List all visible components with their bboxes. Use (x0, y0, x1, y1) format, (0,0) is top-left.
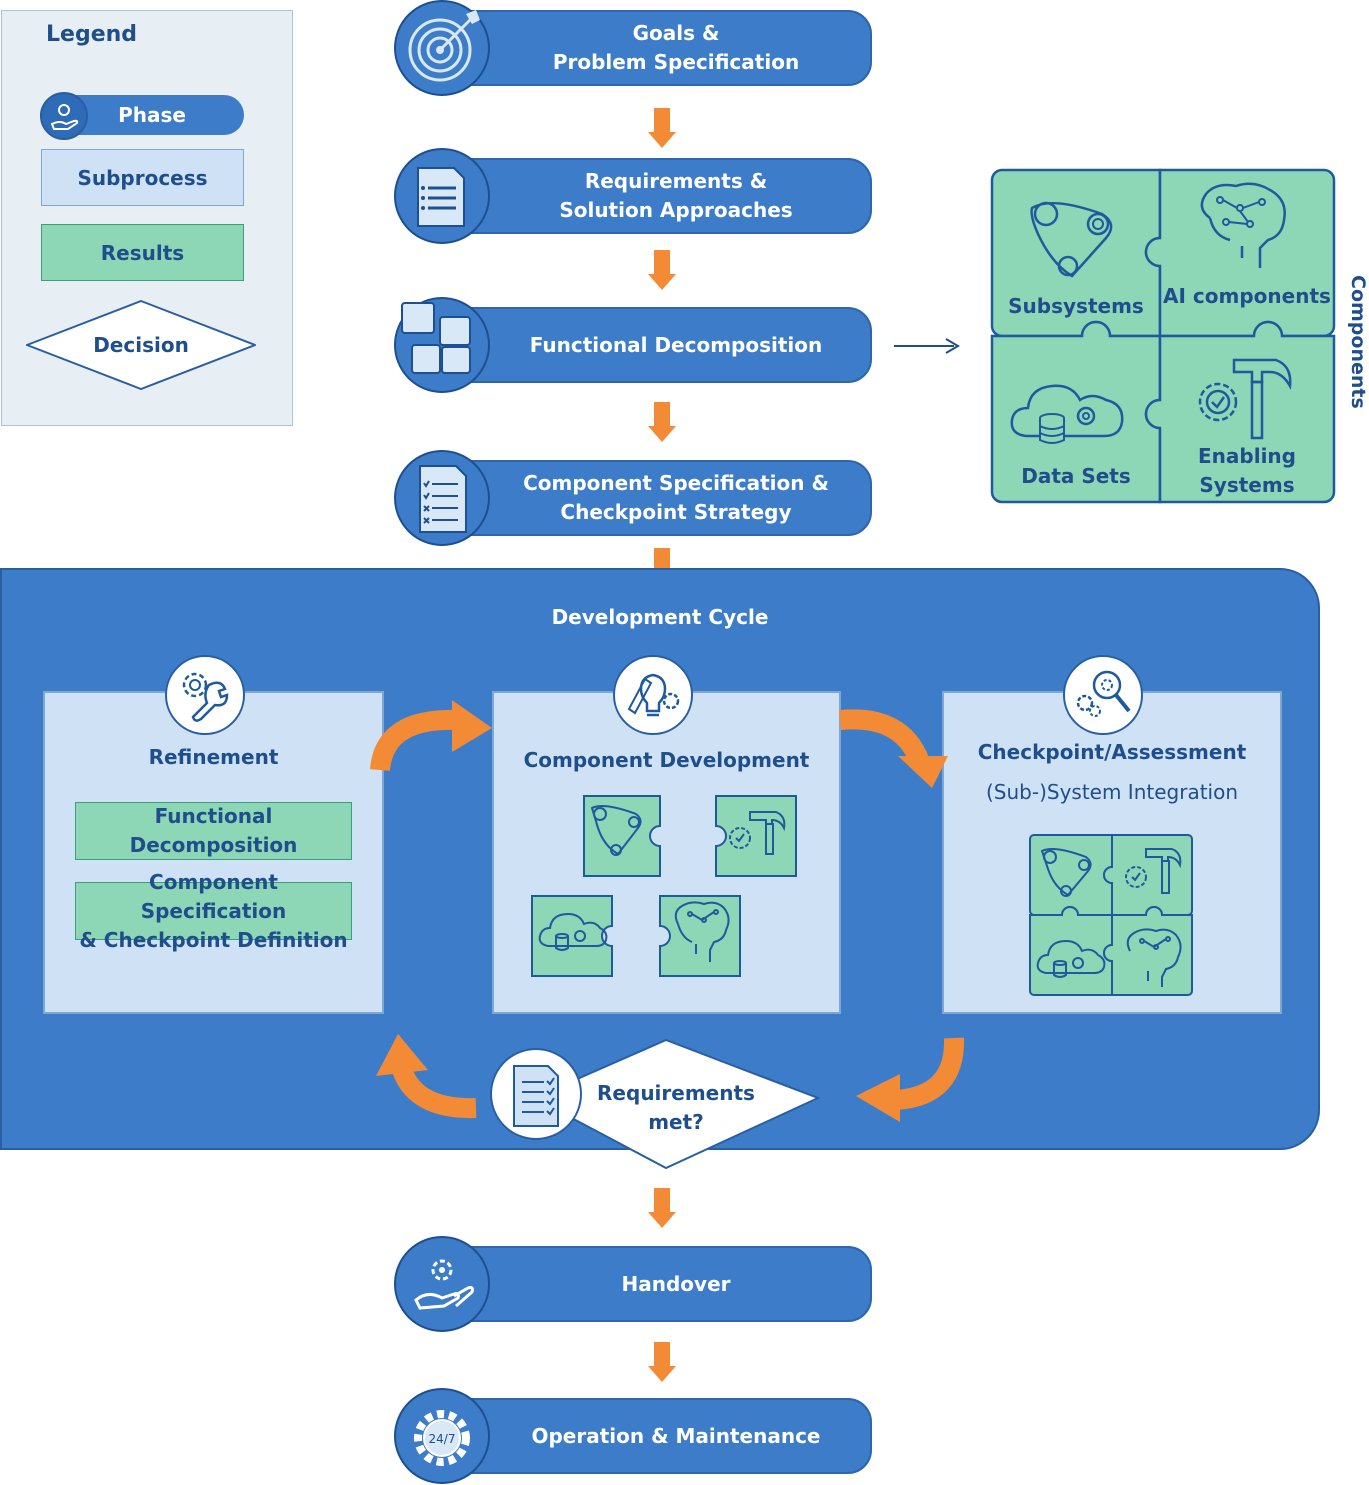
idea-gear-icon (613, 655, 693, 735)
decision-line1: Requirements (597, 1081, 755, 1105)
result-cs-line1: Component Specification (140, 869, 287, 923)
cycle-arrow-development-to-checkpoint (839, 709, 948, 788)
integrated-puzzle (1029, 834, 1193, 996)
phase-handover-label: Handover (621, 1271, 731, 1296)
hand-gear-icon (394, 1236, 490, 1332)
phase-cs-line1: Component Specification & (523, 471, 829, 495)
refinement-title: Refinement (148, 745, 279, 769)
component-ai-label: AI components (1163, 284, 1331, 308)
phase-functional-decomposition: Functional Decomposition (440, 307, 872, 383)
ai-brain-icon (1200, 182, 1286, 268)
development-cycle-title: Development Cycle (551, 605, 769, 629)
components-side-text: Components (1347, 275, 1369, 409)
phase-req-line1: Requirements & (584, 169, 768, 193)
gear-24-7-icon: 24/7 (394, 1388, 490, 1484)
arrow-to-components (894, 338, 960, 354)
flow-arrow-6 (648, 1342, 676, 1382)
checkpoint-assessment-title: Checkpoint/Assessment (977, 740, 1247, 764)
component-enabling-label: Enabling Systems (1160, 442, 1334, 500)
flow-arrow-3 (648, 402, 676, 442)
checklist-icon (394, 450, 490, 546)
phase-functional-label: Functional Decomposition (529, 332, 823, 357)
numbered-list-icon (394, 148, 490, 244)
legend-decision-shape (26, 300, 256, 390)
result-fd-line1: Functional (154, 804, 273, 828)
phase-goals: Goals & Problem Specification (440, 10, 872, 86)
flow-arrow-1 (648, 108, 676, 148)
phase-goals-line1: Goals & (632, 21, 720, 45)
subsystem-integration-note: (Sub-)System Integration (985, 780, 1239, 804)
development-puzzle-pieces (531, 795, 797, 977)
cycle-arrow-refinement-to-development (370, 700, 492, 772)
decision-requirements-met: Requirements met? (580, 1079, 772, 1137)
phase-req-line2: Solution Approaches (559, 198, 793, 222)
components-side-label: Components (1347, 275, 1369, 409)
cycle-arrow-decision-to-refinement (376, 1034, 477, 1119)
requirements-checklist-icon (490, 1048, 582, 1140)
result-cs-line2: & Checkpoint Definition (79, 927, 348, 952)
flow-arrow-5 (648, 1188, 676, 1228)
decision-line2: met? (648, 1110, 704, 1134)
component-subsystems-label: Subsystems (1008, 294, 1144, 318)
phase-goals-line2: Problem Specification (552, 50, 800, 74)
hand-gear-icon (40, 92, 88, 140)
phase-handover: Handover (440, 1246, 872, 1322)
puzzle-icon (394, 297, 490, 393)
component-development-title: Component Development (523, 748, 810, 772)
flow-arrow-2 (648, 250, 676, 290)
enabling-tools-icon (1198, 358, 1292, 440)
operation-badge-text: 24/7 (429, 1432, 456, 1446)
legend-subprocess: Subprocess (41, 149, 244, 206)
legend-title: Legend (46, 22, 138, 47)
phase-component-specification: Component Specification & Checkpoint Stra… (440, 460, 872, 536)
phase-cs-line2: Checkpoint Strategy (560, 500, 792, 524)
component-enabling-line1: Enabling (1198, 444, 1296, 468)
legend-results: Results (41, 224, 244, 281)
target-icon (394, 0, 490, 96)
datasets-cloud-icon (1010, 384, 1124, 444)
subsystems-icon (1030, 201, 1113, 278)
phase-requirements: Requirements & Solution Approaches (440, 158, 872, 234)
phase-operation-maintenance: Operation & Maintenance (440, 1398, 872, 1474)
result-component-specification: Component Specification & Checkpoint Defi… (75, 870, 352, 952)
cycle-arrow-checkpoint-to-decision (856, 1037, 965, 1122)
magnifier-gear-icon (1063, 655, 1143, 735)
component-datasets-label: Data Sets (1021, 464, 1131, 488)
result-fd-line2: Decomposition (129, 833, 298, 857)
wrench-gear-icon (165, 655, 245, 735)
phase-operation-label: Operation & Maintenance (531, 1423, 821, 1448)
component-enabling-line2: Systems (1199, 473, 1295, 497)
legend-decision: Decision (93, 333, 189, 357)
